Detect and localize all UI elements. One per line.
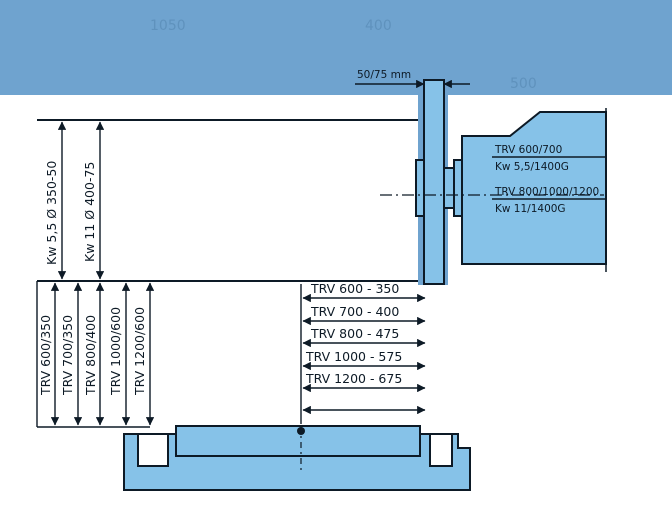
flange-hub-left	[415, 159, 425, 217]
power-label: Kw 5,5 Ø 350-50	[44, 161, 59, 265]
motor-label: Kw 11/1400G	[495, 203, 566, 215]
model-label: TRV 1200/600	[132, 307, 147, 396]
size-label: TRV 600 - 350	[310, 281, 399, 296]
ghost-text: 400	[365, 18, 392, 34]
model-label: TRV 800/400	[83, 315, 98, 396]
base-frame	[123, 433, 471, 491]
flange-plate	[423, 79, 445, 285]
size-label: TRV 1200 - 675	[305, 371, 402, 386]
drawing-lines	[36, 79, 470, 428]
flange-assembly	[415, 79, 463, 285]
motor-label: TRV 600/700	[494, 144, 562, 156]
flange-hub-right	[443, 167, 455, 209]
base-centre-mark	[297, 427, 305, 435]
ghost-text: 1050	[150, 18, 186, 34]
model-label: TRV 1000/600	[108, 307, 123, 396]
model-label: TRV 700/350	[60, 315, 75, 396]
size-label: TRV 1000 - 575	[305, 349, 402, 364]
shaft-size-label: 50/75 mm	[357, 69, 411, 81]
motor-label: Kw 5,5/1400G	[495, 161, 569, 173]
size-label: TRV 700 - 400	[310, 304, 399, 319]
ghost-text: 500	[510, 76, 537, 92]
power-label: Kw 11 Ø 400-75	[82, 162, 97, 262]
coupling	[453, 159, 463, 217]
model-label: TRV 600/350	[38, 315, 53, 396]
motor-label: TRV 800/1000/1200	[494, 186, 599, 198]
size-label: TRV 800 - 475	[310, 326, 399, 341]
